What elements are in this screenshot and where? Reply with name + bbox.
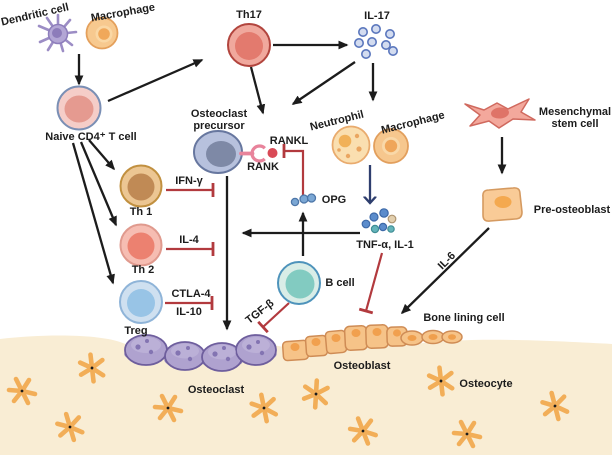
arrow-il17-to-precursor	[291, 61, 356, 105]
pre-osteoblast-icon	[482, 187, 523, 222]
label-ifn-gamma: IFN-γ	[175, 174, 203, 187]
mesenchymal-stem-cell-icon	[464, 98, 536, 129]
label-naive-cd4: Naive CD4⁺ T cell	[45, 130, 137, 143]
bone-lining-cells-icon	[400, 329, 463, 346]
label-opg: OPG	[321, 193, 347, 206]
th17-cell-icon	[227, 23, 271, 67]
arrow-naive-to-th17	[107, 58, 204, 103]
label-ctla4: CTLA-4	[171, 287, 211, 300]
arrow-th17-to-rankl	[249, 66, 266, 115]
osteoclast-icon	[124, 334, 277, 372]
label-osteoclast: Osteoclast	[187, 383, 245, 396]
label-th17: Th17	[236, 8, 262, 21]
macrophage-mid-icon	[373, 128, 409, 164]
macrophage-top-icon	[85, 16, 119, 50]
label-rank: RANK	[247, 160, 279, 173]
b-cell-icon	[277, 261, 321, 305]
label-th2: Th 2	[131, 263, 155, 276]
inhibit-tgfb-osteoclast	[257, 302, 290, 334]
label-bone-lining-cell: Bone lining cell	[423, 311, 505, 324]
label-osteoblast: Osteoblast	[333, 359, 391, 372]
inhibition-lines	[165, 144, 384, 334]
opg-molecules-icon	[290, 193, 317, 207]
il17-molecules-icon	[353, 23, 398, 59]
label-treg: Treg	[124, 324, 148, 337]
neutrophil-icon	[331, 125, 371, 165]
label-il4: IL-4	[179, 233, 199, 246]
label-tnf-il1: TNF-α, IL-1	[356, 238, 414, 251]
label-rankl: RANKL	[269, 134, 309, 147]
inhibit-opg-rankl	[282, 144, 305, 196]
bone-matrix	[0, 335, 612, 455]
th2-cell-icon	[119, 223, 163, 267]
treg-cell-icon	[119, 280, 163, 324]
dendritic-cell-icon	[37, 13, 78, 53]
label-b-cell: B cell	[325, 276, 355, 289]
label-th1: Th 1	[129, 205, 153, 218]
th1-cell-icon	[119, 164, 163, 208]
arrow-naive-to-th1	[88, 139, 115, 171]
label-il10: IL-10	[176, 305, 202, 318]
arrow-naive-to-treg	[71, 142, 115, 285]
arrow-il6-to-bonelining	[400, 227, 490, 315]
label-mesenchymal-stem-cell: Mesenchymal stem cell	[538, 105, 612, 130]
rankl-ligand-icon	[267, 148, 278, 158]
label-osteocyte: Osteocyte	[459, 377, 513, 390]
naive-cd4-cell-icon	[56, 85, 102, 131]
label-il17: IL-17	[364, 9, 390, 22]
arrow-naive-to-th2	[79, 141, 118, 227]
inhibit-tnf-osteoblast	[358, 252, 384, 315]
activation-arrows	[71, 40, 507, 331]
label-pre-osteoblast: Pre-osteoblast	[533, 203, 611, 216]
label-osteoclast-precursor: Osteoclast precursor	[190, 107, 248, 132]
osteoclast-precursor-icon	[193, 130, 243, 174]
rank-receptor-icon	[239, 144, 269, 163]
tnf-il1-molecules-icon	[361, 208, 397, 234]
